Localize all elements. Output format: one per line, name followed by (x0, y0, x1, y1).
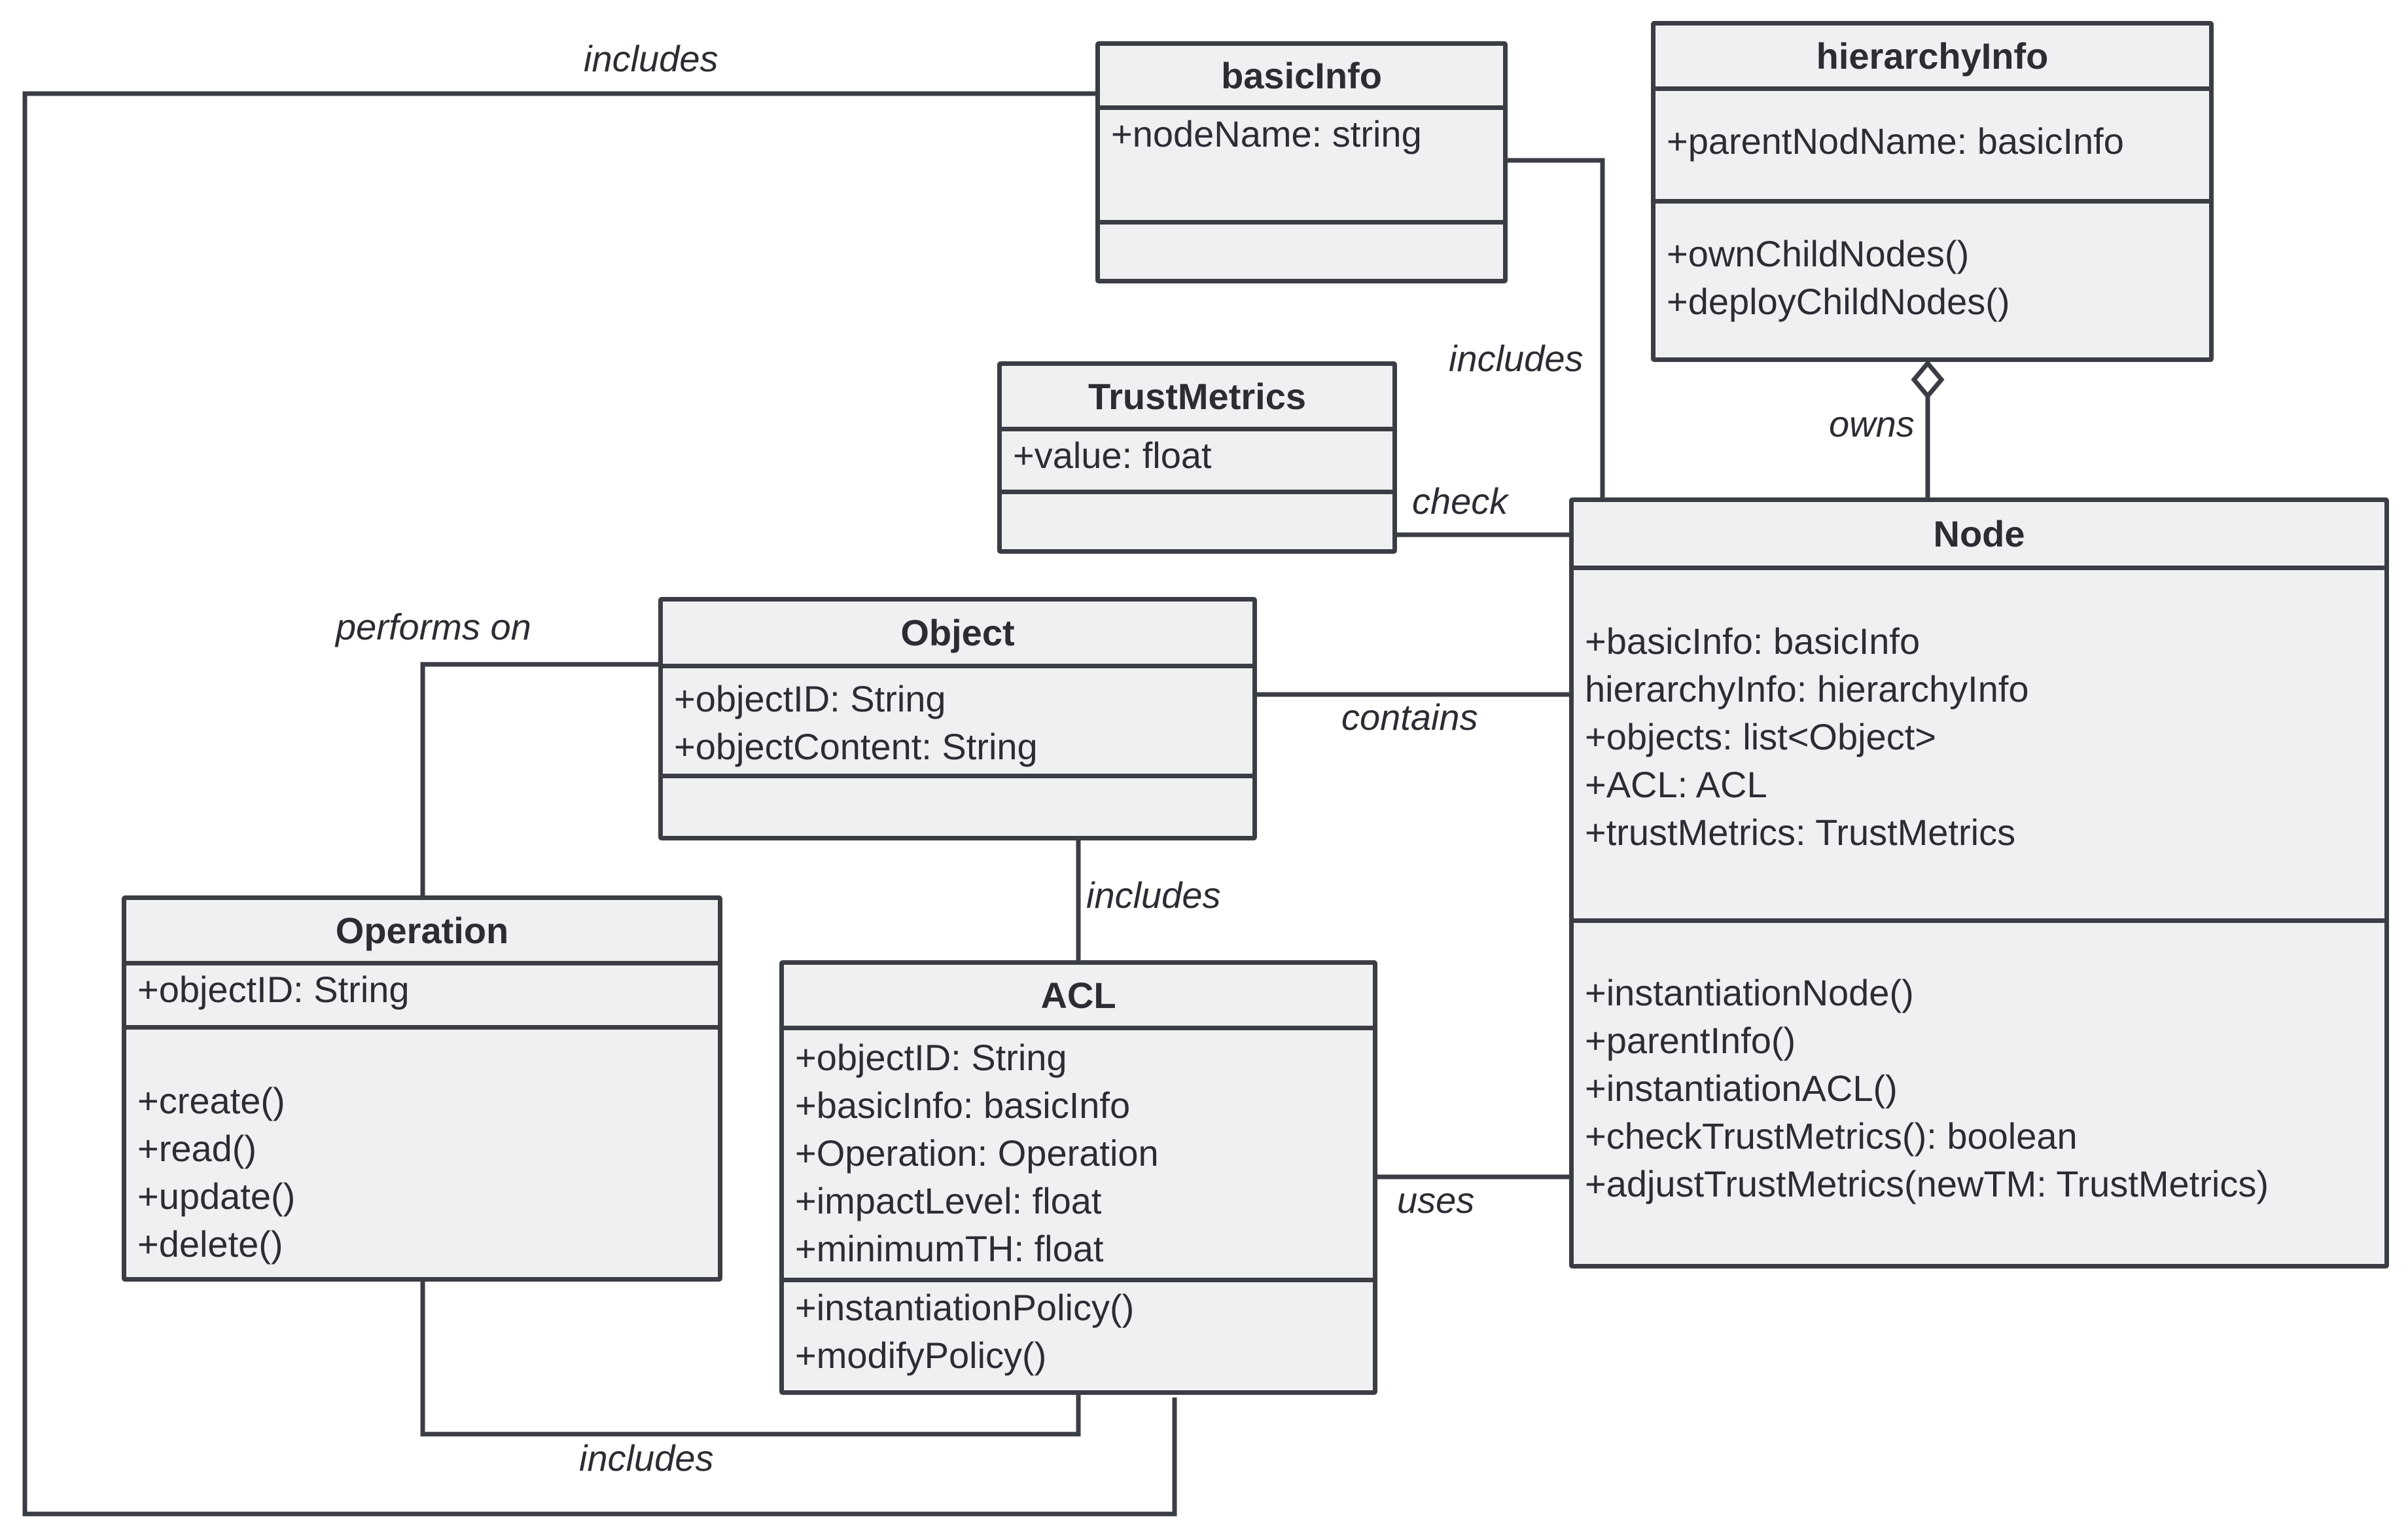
method: +adjustTrustMetrics(newTM: TrustMetrics) (1585, 1163, 2269, 1204)
attribute: +basicInfo: basicInfo (1585, 621, 1921, 662)
method: +delete() (137, 1223, 283, 1265)
relation-label-node-trustmetrics: check (1412, 480, 1508, 522)
class-node[interactable]: Node +basicInfo: basicInfo hierarchyInfo… (1569, 497, 2389, 1269)
attribute: +nodeName: string (1111, 113, 1422, 154)
class-hierarchyinfo-methods: +ownChildNodes() +deployChildNodes() (1656, 204, 2209, 357)
class-trustmetrics[interactable]: TrustMetrics +value: float (997, 361, 1397, 554)
relation-label-acl-object: includes (1086, 874, 1221, 916)
class-basicinfo-attributes: +nodeName: string (1100, 110, 1503, 225)
method: +instantiationACL() (1585, 1068, 1898, 1109)
class-object-attributes: +objectID: String +objectContent: String (663, 668, 1252, 778)
class-acl-attributes: +objectID: String +basicInfo: basicInfo … (784, 1030, 1373, 1282)
method: +deployChildNodes() (1667, 281, 2010, 322)
attribute: +objectID: String (795, 1037, 1067, 1078)
method: +read() (137, 1128, 257, 1169)
class-operation[interactable]: Operation +objectID: String +create() +r… (122, 895, 722, 1282)
relation-label-acl-operation: includes (579, 1437, 714, 1479)
class-node-name: Node (1574, 502, 2384, 570)
attribute: +impactLevel: float (795, 1180, 1102, 1221)
attribute: +trustMetrics: TrustMetrics (1585, 812, 2016, 853)
class-hierarchyinfo-attributes: +parentNodName: basicInfo (1656, 91, 2209, 204)
class-acl-name: ACL (784, 965, 1373, 1030)
attribute: +basicInfo: basicInfo (795, 1085, 1131, 1126)
aggregation-diamond (1911, 359, 1945, 400)
method: +ownChildNodes() (1667, 233, 1970, 274)
class-trustmetrics-name: TrustMetrics (1002, 366, 1392, 431)
attribute: +objectID: String (137, 969, 410, 1010)
line-node-basicinfo (1505, 158, 1605, 497)
attribute: +objectContent: String (674, 726, 1038, 767)
class-basicinfo[interactable]: basicInfo +nodeName: string (1095, 41, 1508, 283)
relation-label-node-object: contains (1341, 696, 1478, 738)
relation-label-node-basicinfo: includes (1449, 338, 1584, 379)
attribute: +ACL: ACL (1585, 764, 1767, 805)
attribute: +objectID: String (674, 678, 946, 719)
method: +parentInfo() (1585, 1020, 1796, 1061)
class-node-attributes: +basicInfo: basicInfo hierarchyInfo: hie… (1574, 570, 2384, 923)
class-object-methods (663, 778, 1252, 836)
class-acl-methods: +instantiationPolicy() +modifyPolicy() (784, 1282, 1373, 1390)
relation-label-acl-basicinfo: includes (584, 38, 718, 79)
attribute: +Operation: Operation (795, 1132, 1159, 1174)
relation-label-operation-object: performs on (336, 606, 531, 647)
method: +modifyPolicy() (795, 1335, 1047, 1376)
line-acl-operation (420, 1280, 1081, 1437)
class-trustmetrics-methods (1002, 494, 1392, 549)
method: +update() (137, 1176, 296, 1217)
relation-label-acl-node: uses (1397, 1180, 1475, 1221)
method: +instantiationNode() (1585, 972, 1914, 1013)
relation-label-node-hierarchyinfo: owns (1829, 403, 1915, 444)
class-node-methods: +instantiationNode() +parentInfo() +inst… (1574, 923, 2384, 1264)
class-acl[interactable]: ACL +objectID: String +basicInfo: basicI… (779, 960, 1377, 1395)
class-hierarchyinfo[interactable]: hierarchyInfo +parentNodName: basicInfo … (1651, 21, 2214, 362)
class-operation-name: Operation (126, 900, 718, 965)
line-operation-object (420, 662, 660, 895)
method: +checkTrustMetrics(): boolean (1585, 1115, 2078, 1157)
class-object[interactable]: Object +objectID: String +objectContent:… (658, 597, 1257, 840)
class-operation-attributes: +objectID: String (126, 965, 718, 1030)
line-acl-basicinfo (22, 91, 1177, 1517)
class-object-name: Object (663, 602, 1252, 668)
attribute: +value: float (1013, 435, 1212, 476)
class-trustmetrics-attributes: +value: float (1002, 431, 1392, 494)
method: +instantiationPolicy() (795, 1287, 1135, 1328)
attribute: +minimumTH: float (795, 1228, 1104, 1269)
attribute: +objects: list<Object> (1585, 716, 1936, 757)
attribute: +parentNodName: basicInfo (1667, 120, 2124, 162)
class-basicinfo-methods (1100, 225, 1503, 279)
class-operation-methods: +create() +read() +update() +delete() (126, 1030, 718, 1277)
class-basicinfo-name: basicInfo (1100, 46, 1503, 110)
method: +create() (137, 1080, 285, 1121)
class-hierarchyinfo-name: hierarchyInfo (1656, 26, 2209, 91)
attribute: hierarchyInfo: hierarchyInfo (1585, 668, 2029, 710)
